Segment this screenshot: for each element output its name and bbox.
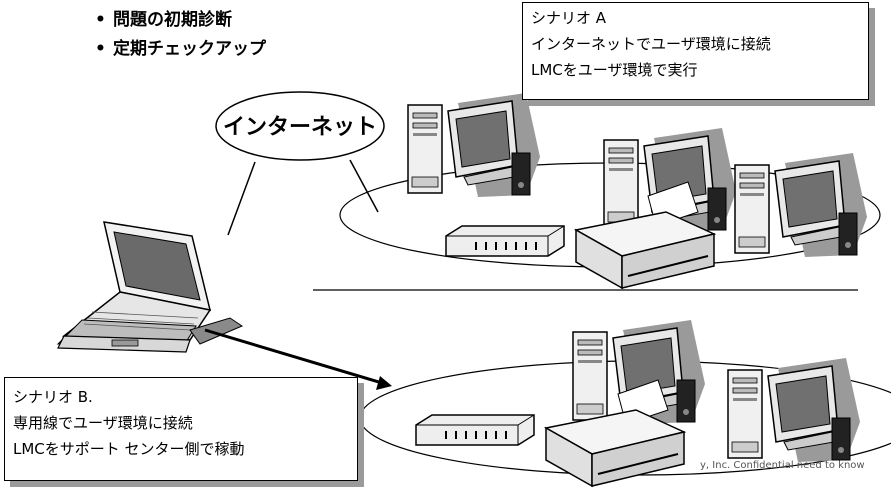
printer-icon xyxy=(575,181,715,289)
printer-icon xyxy=(545,379,685,487)
scenario-a-box: シナリオ A インターネットでユーザ環境に接続 LMCをユーザ環境で実行 xyxy=(522,2,869,100)
bullet-item: 問題の初期診断 xyxy=(95,6,266,35)
scenario-a-title: シナリオ A xyxy=(531,9,607,27)
bullet-list: 問題の初期診断 定期チェックアップ xyxy=(95,6,266,64)
pc-icon xyxy=(734,152,868,258)
pc-icon xyxy=(727,357,861,463)
confidential-footer: y, Inc. Confidential need to know xyxy=(700,460,865,471)
modem-icon xyxy=(445,225,565,257)
bullet-item: 定期チェックアップ xyxy=(95,35,266,64)
scenario-b-line2: LMCをサポート センター側で稼動 xyxy=(13,440,245,458)
scenario-b-line1: 専用線でユーザ環境に接続 xyxy=(13,414,193,432)
laptop-icon xyxy=(56,221,244,353)
internet-lan-link xyxy=(349,159,379,213)
scenario-a-line1: インターネットでユーザ環境に接続 xyxy=(531,35,771,53)
arrow-head-icon xyxy=(376,376,392,390)
internet-ellipse xyxy=(215,91,385,161)
scenario-b-box: シナリオ B. 専用線でユーザ環境に接続 LMCをサポート センター側で稼動 xyxy=(4,377,358,481)
pc-icon xyxy=(407,92,541,198)
leased-line-arrow xyxy=(204,328,383,385)
laptop-internet-link xyxy=(227,161,256,236)
internet-label: インターネット xyxy=(223,115,377,140)
scenario-a-line2: LMCをユーザ環境で実行 xyxy=(531,61,698,79)
modem-icon xyxy=(415,414,535,446)
scenario-b-title: シナリオ B. xyxy=(13,388,93,406)
